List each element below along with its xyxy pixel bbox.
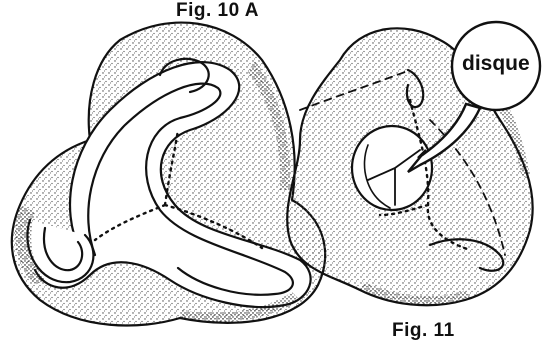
fig10-surface bbox=[12, 23, 325, 326]
fig11-caption: Fig. 11 bbox=[392, 320, 455, 342]
fig10-caption: Fig. 10 A bbox=[176, 0, 259, 22]
disque-label: disque bbox=[462, 52, 530, 76]
